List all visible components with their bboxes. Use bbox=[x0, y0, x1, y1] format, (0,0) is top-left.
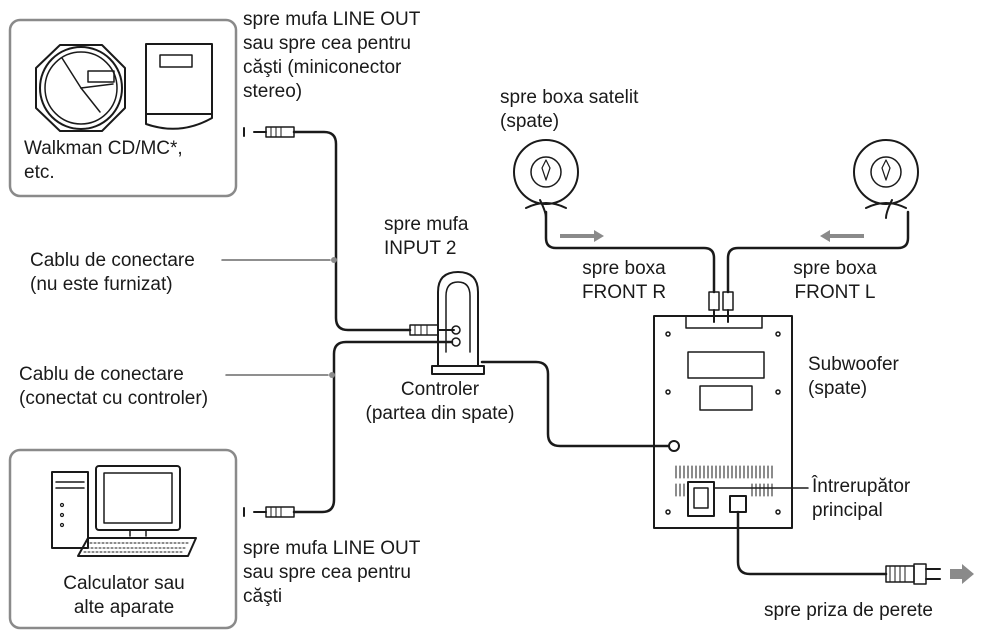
wall-outlet-label: spre priza de perete bbox=[764, 600, 933, 621]
cd-walkman-icon bbox=[35, 44, 126, 132]
front-r-label: spre boxa FRONT R bbox=[581, 258, 667, 303]
controller-subwoofer-cable bbox=[480, 360, 670, 448]
main-power-switch bbox=[687, 481, 715, 517]
speaker-plugs bbox=[708, 291, 734, 323]
power-cord bbox=[736, 510, 941, 585]
cassette-walkman-icon bbox=[145, 43, 213, 130]
front-l-cable bbox=[726, 210, 910, 294]
walkman-jack-label: spre mufa LINE OUT sau spre cea pentru c… bbox=[243, 9, 421, 102]
computer-device-box bbox=[8, 448, 238, 630]
computer-jack-label: spre mufa LINE OUT sau spre cea pentru c… bbox=[243, 538, 421, 607]
arrow-to-outlet-icon bbox=[950, 564, 974, 584]
cable-not-supplied-label: Cablu de conectare (nu este furnizat) bbox=[30, 250, 195, 295]
satellite-speaker-right bbox=[513, 139, 579, 219]
front-l-label: spre boxa FRONT L bbox=[793, 258, 877, 303]
controller-label: Controler (partea din spate) bbox=[365, 379, 515, 424]
walkman-device-box bbox=[8, 18, 238, 198]
main-switch-label: Întrerupător principal bbox=[812, 476, 911, 521]
computer-cable bbox=[243, 340, 454, 518]
input2-label: spre mufa INPUT 2 bbox=[384, 214, 469, 259]
arrow-right-icon bbox=[560, 230, 604, 242]
computer-icon bbox=[51, 465, 197, 557]
satellite-rear-label: spre boxa satelit (spate) bbox=[500, 87, 639, 132]
cable-with-controller-label: Cablu de conectare (conectat cu controle… bbox=[19, 364, 209, 409]
front-r-cable bbox=[544, 210, 716, 294]
arrow-left-icon bbox=[820, 230, 864, 242]
walkman-label: Walkman CD/MC*, etc. bbox=[24, 138, 183, 183]
subwoofer-rear-panel bbox=[653, 315, 793, 529]
subwoofer-label: Subwoofer (spate) bbox=[808, 354, 899, 399]
computer-label: Calculator sau alte aparate bbox=[63, 573, 185, 618]
satellite-speaker-left bbox=[853, 139, 919, 219]
controller-icon bbox=[431, 271, 485, 375]
